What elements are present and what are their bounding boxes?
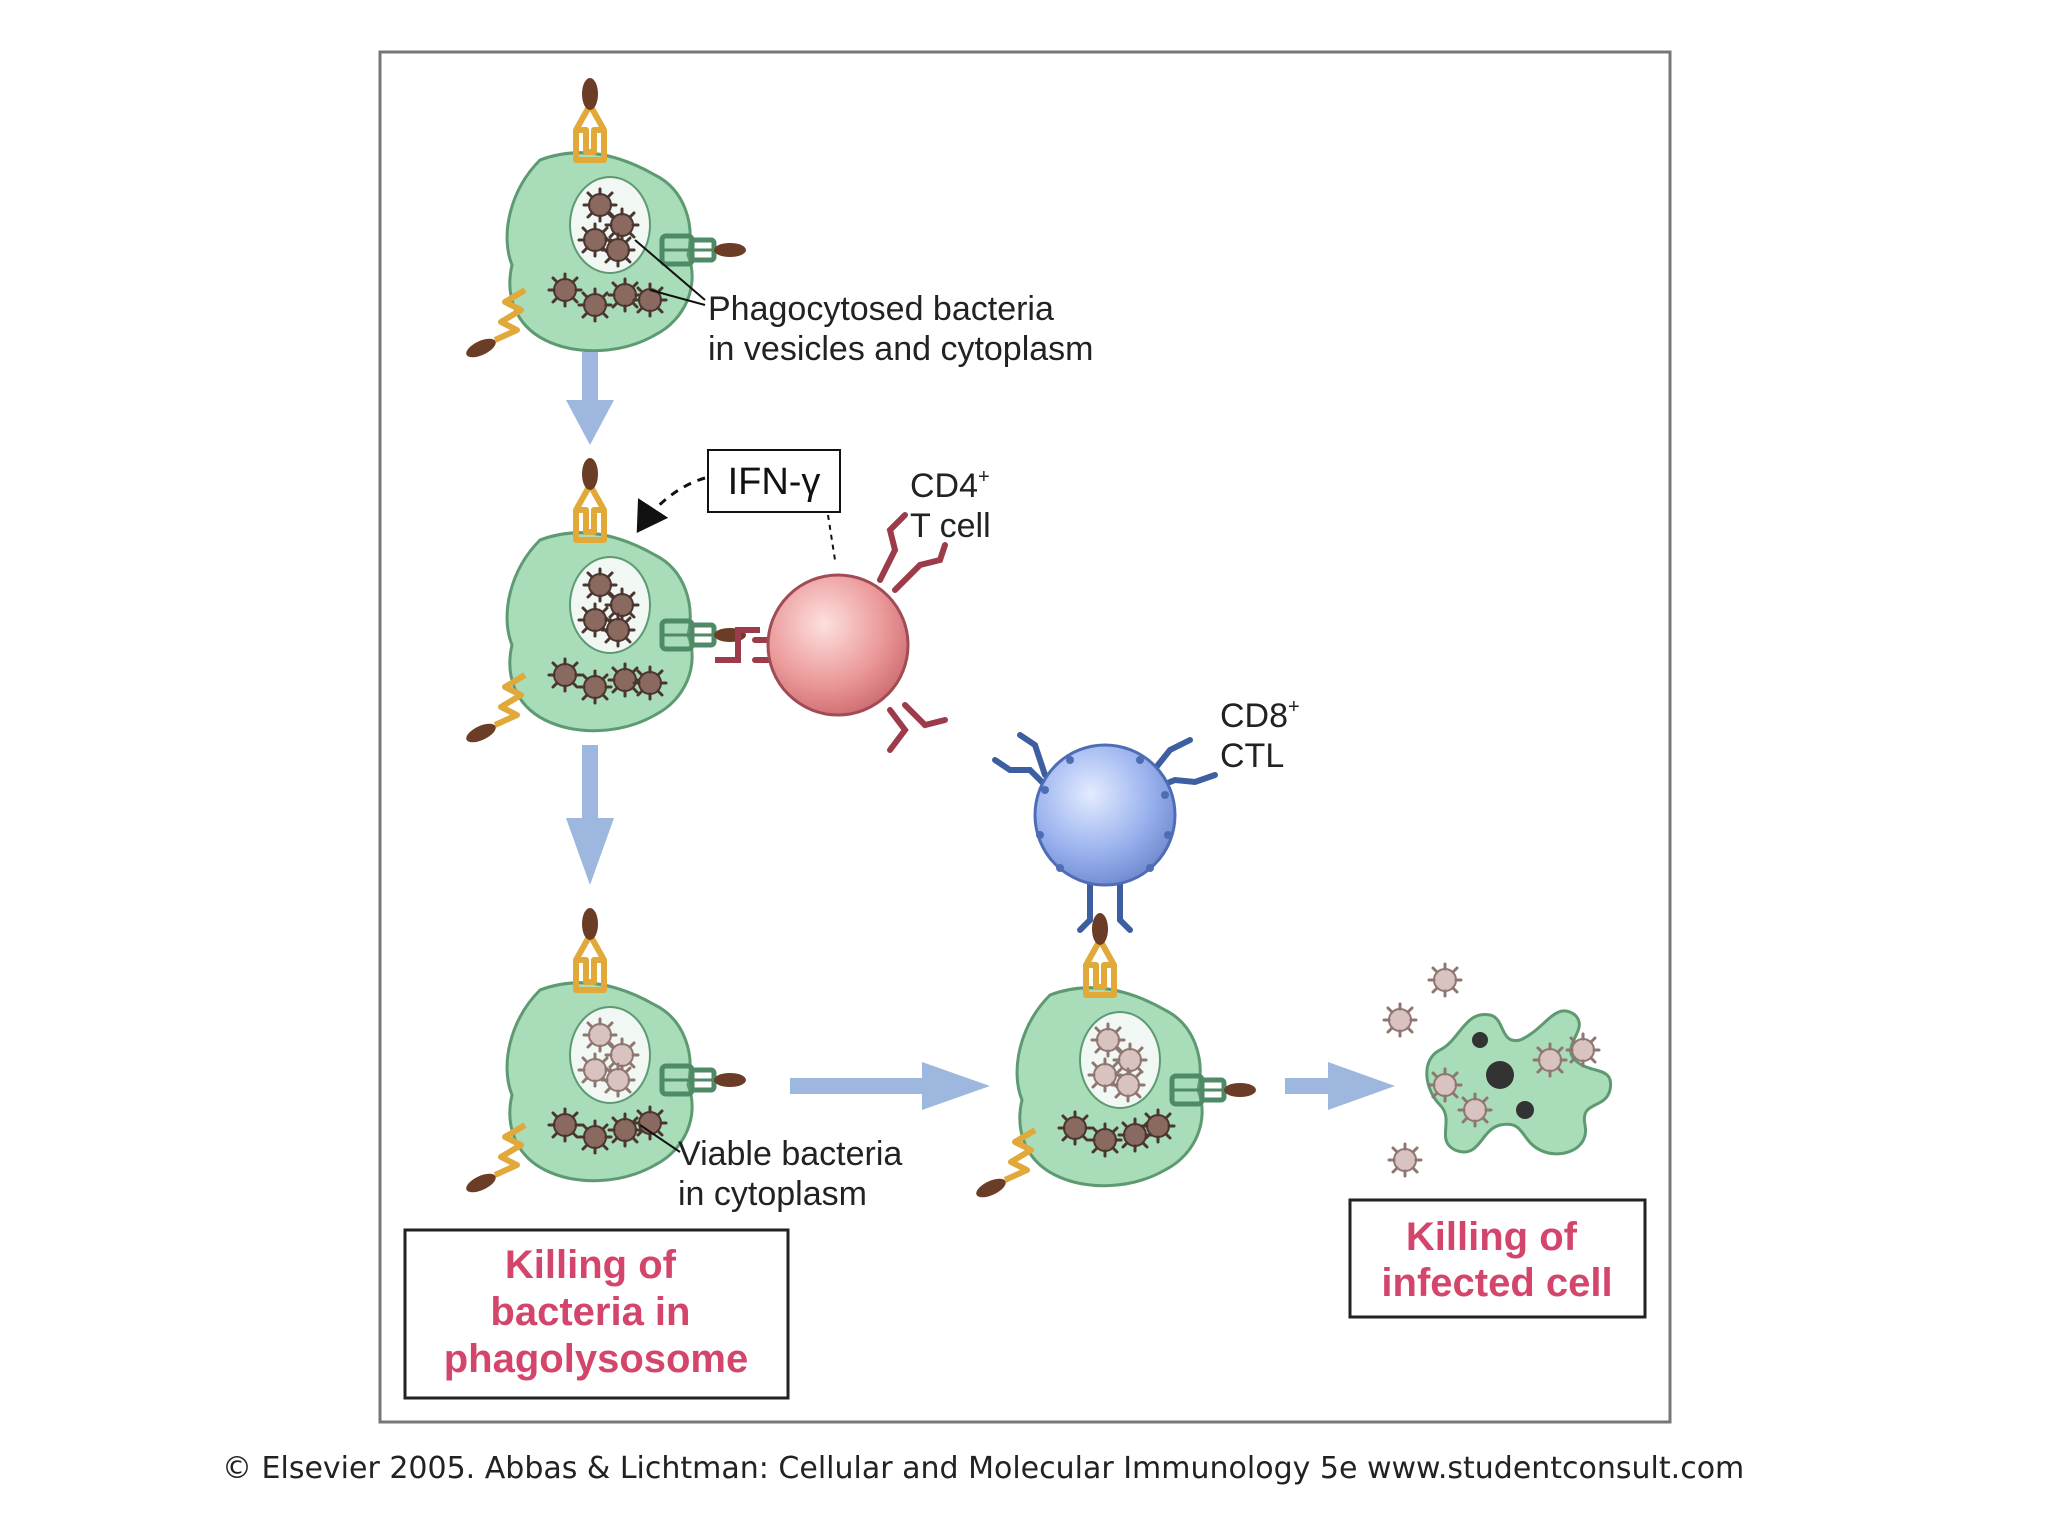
cd4-t-cell — [715, 512, 948, 753]
outcome-box-phagolysosome: Killing of bacteria in phagolysosome — [403, 1228, 790, 1400]
ifn-gamma-box: IFN-γ — [707, 449, 841, 513]
ifn-dashed-arrow — [636, 476, 706, 534]
flow-arrow-right-1 — [790, 1062, 990, 1110]
macrophage-1 — [464, 78, 746, 361]
outcome-box-infected-cell: Killing of infected cell — [1348, 1198, 1647, 1319]
svg-text:IFN-γ: IFN-γ — [728, 461, 821, 503]
macrophage-3 — [464, 908, 746, 1196]
dying-infected-cell — [1382, 962, 1613, 1178]
viable-leader-line — [639, 1124, 681, 1153]
cd4-label: CD4+ T cell — [910, 453, 999, 545]
svg-text:Killing of bacteria in: Killing of bacteria in phagolysosome — [444, 1243, 749, 1381]
outcome-1-line-3: phagolysosome — [444, 1337, 749, 1381]
cd8-ctl — [992, 732, 1218, 933]
outcome-1-line-2: bacteria in — [490, 1290, 690, 1334]
phagocytosed-leader-lines — [634, 239, 706, 306]
copyright-credit: © Elsevier 2005. Abbas & Lichtman: Cellu… — [222, 1451, 1744, 1486]
flow-arrow-down-1 — [566, 352, 614, 445]
flow-arrow-down-2 — [566, 745, 614, 885]
ifn-source-line — [827, 514, 836, 561]
cd8-label: CD8+ CTL — [1220, 683, 1309, 775]
outcome-2-line-1: Killing of — [1406, 1215, 1578, 1259]
svg-text:Killing of infected cell: Killing of infected cell — [1381, 1215, 1612, 1305]
macrophage-2 — [464, 458, 746, 746]
outcome-1-line-1: Killing of — [505, 1243, 677, 1287]
outcome-2-line-2: infected cell — [1381, 1261, 1612, 1305]
viable-bacteria-label: Viable bacteria in cytoplasm — [678, 1135, 912, 1213]
macrophage-4 — [974, 913, 1256, 1201]
flow-arrow-right-2 — [1285, 1062, 1395, 1110]
phagocytosed-bacteria-label: Phagocytosed bacteria in vesicles and cy… — [708, 290, 1094, 368]
